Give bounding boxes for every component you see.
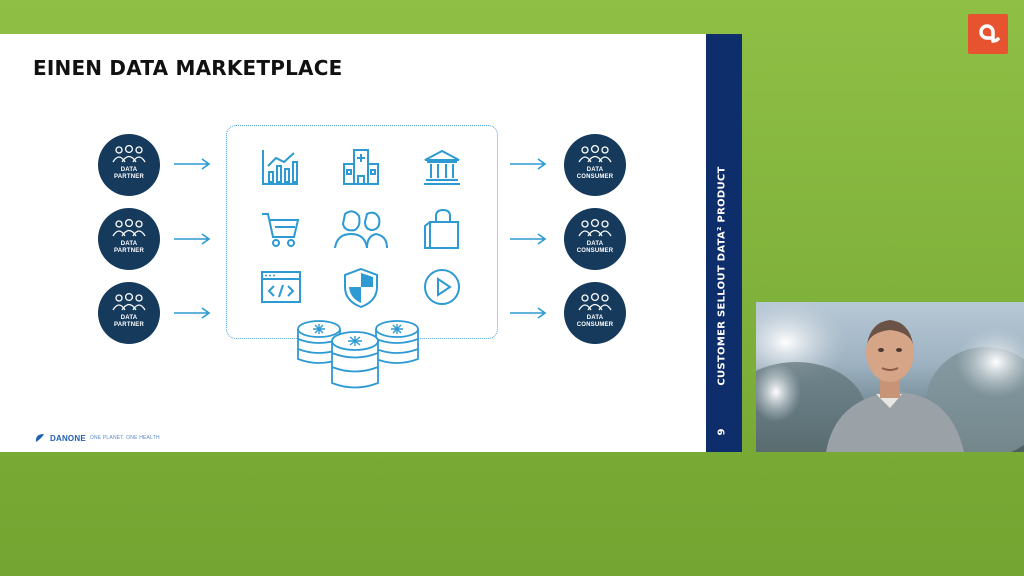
brand-name: DANONE bbox=[50, 433, 86, 443]
speaker-video-image bbox=[756, 302, 1024, 452]
code-window-icon bbox=[261, 271, 301, 303]
slide-title: EINEN DATA MARKETPLACE bbox=[33, 56, 343, 80]
play-icon bbox=[424, 269, 460, 305]
arrow-right-icon bbox=[510, 307, 547, 319]
node-label-line2: CONSUMER bbox=[576, 248, 614, 254]
app-logo bbox=[968, 14, 1008, 54]
node-label-line1: DATA bbox=[120, 315, 138, 321]
arrow-right-icon bbox=[174, 158, 211, 170]
danone-logo-icon bbox=[35, 434, 44, 442]
people-group-icon bbox=[112, 218, 146, 237]
arrow-right-icon bbox=[174, 233, 211, 245]
people-group-icon bbox=[578, 292, 612, 311]
people-group-icon bbox=[578, 144, 612, 163]
shopping-cart-icon bbox=[262, 213, 300, 247]
shield-icon bbox=[344, 267, 378, 309]
brand-footer: DANONE ONE PLANET. ONE HEALTH bbox=[34, 432, 160, 444]
node-label-line2: PARTNER bbox=[114, 174, 144, 180]
database-stack-icon bbox=[297, 320, 419, 389]
sidebar-title: CUSTOMER SELLOUT DATA² PRODUCT bbox=[716, 166, 728, 386]
hospital-icon bbox=[343, 149, 379, 185]
shopping-bag-icon bbox=[424, 208, 459, 249]
bar-chart-icon bbox=[262, 150, 298, 185]
node-label-line1: DATA bbox=[586, 315, 604, 321]
node-label-line2: PARTNER bbox=[114, 248, 144, 254]
node-label-line1: DATA bbox=[120, 167, 138, 173]
speaker-webcam bbox=[756, 302, 1024, 452]
people-group-icon bbox=[112, 292, 146, 311]
node-label-line1: DATA bbox=[120, 241, 138, 247]
a-logo-icon bbox=[979, 24, 1000, 43]
node-label-line2: CONSUMER bbox=[576, 322, 614, 328]
node-label-line2: PARTNER bbox=[114, 322, 144, 328]
page-number: 9 bbox=[716, 428, 728, 436]
people-group-icon bbox=[578, 218, 612, 237]
bank-icon bbox=[424, 149, 460, 185]
brand-tagline: ONE PLANET. ONE HEALTH bbox=[89, 435, 160, 441]
arrow-right-icon bbox=[174, 307, 211, 319]
node-label-line1: DATA bbox=[586, 241, 604, 247]
node-label-line1: DATA bbox=[586, 167, 604, 173]
node-label-line2: CONSUMER bbox=[576, 174, 614, 180]
people-group-icon bbox=[112, 144, 146, 163]
people-icon bbox=[334, 210, 388, 249]
arrow-right-icon bbox=[510, 158, 547, 170]
slide-sidebar bbox=[706, 34, 742, 452]
arrow-right-icon bbox=[510, 233, 547, 245]
